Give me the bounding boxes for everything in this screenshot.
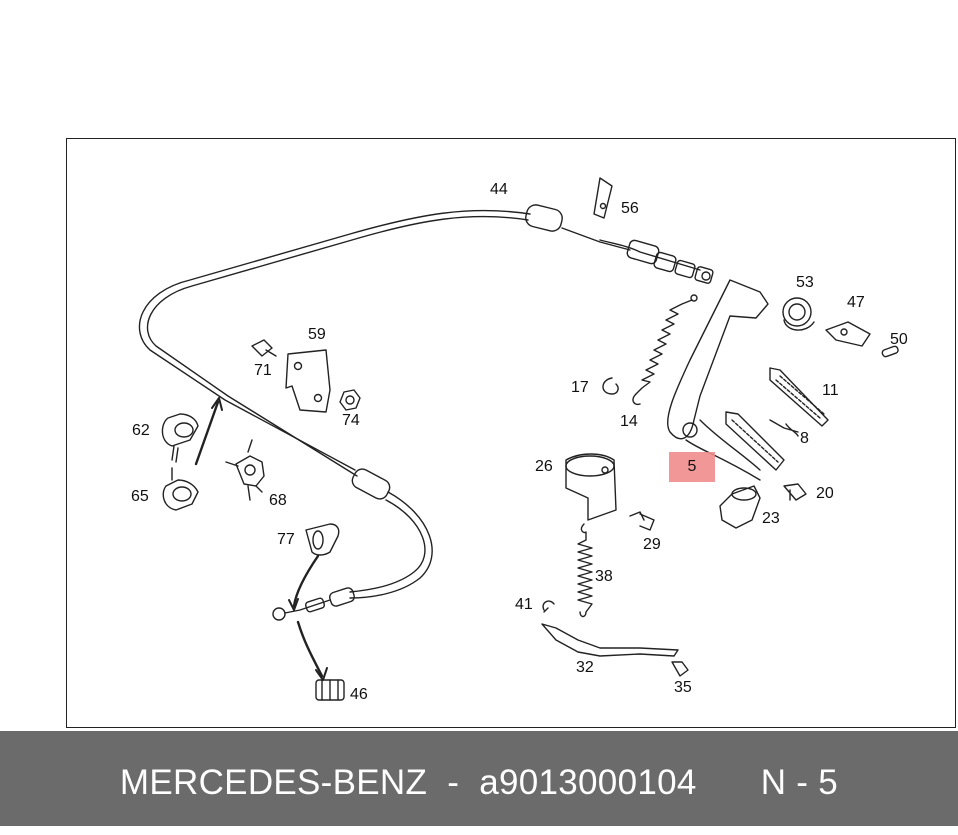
label-71: 71	[254, 362, 272, 379]
part-32	[541, 623, 679, 657]
brand-name: MERCEDES-BENZ	[119, 763, 428, 802]
part-26	[565, 453, 617, 521]
part-59	[285, 349, 331, 413]
part-23	[719, 485, 761, 529]
part-56	[593, 177, 613, 219]
label-56: 56	[621, 200, 639, 217]
arrow-46	[296, 620, 324, 678]
part-number: a9013000104	[479, 763, 697, 802]
footer-dash: -	[447, 763, 460, 802]
label-44: 44	[490, 181, 508, 198]
cable-boot-44	[525, 204, 563, 232]
part-65	[162, 479, 199, 511]
label-47: 47	[847, 294, 865, 311]
part-74	[339, 389, 361, 411]
label-23: 23	[762, 510, 780, 527]
part-17	[602, 377, 619, 395]
part-47	[825, 321, 871, 347]
part-11	[769, 367, 829, 427]
label-50: 50	[890, 331, 908, 348]
label-77: 77	[277, 531, 295, 548]
label-14: 14	[620, 413, 638, 430]
part-50	[881, 345, 899, 358]
label-68: 68	[269, 492, 287, 509]
part-41	[542, 600, 555, 613]
label-41: 41	[515, 596, 533, 613]
label-8: 8	[800, 430, 809, 447]
cable-44	[138, 209, 531, 471]
label-17: 17	[571, 379, 589, 396]
part-20	[783, 483, 807, 501]
label-35: 35	[674, 679, 692, 696]
part-35	[671, 661, 689, 677]
part-68	[235, 455, 265, 487]
arrow-clip	[194, 400, 220, 466]
part-29	[629, 511, 655, 531]
cable-44-inner	[146, 215, 529, 477]
footer-bar: MERCEDES-BENZ - a9013000104 N - 5	[0, 731, 958, 826]
label-26: 26	[535, 458, 553, 475]
label-46: 46	[350, 686, 368, 703]
part-53	[782, 297, 812, 327]
label-59: 59	[308, 326, 326, 343]
spring-14	[635, 299, 693, 395]
part-62	[161, 413, 199, 447]
part-8	[769, 419, 799, 437]
diagram-frame	[66, 138, 956, 728]
cable-end-upper	[561, 227, 631, 251]
part-71	[251, 339, 273, 357]
part-77	[305, 523, 340, 556]
pedal-pad	[725, 411, 785, 471]
label-32: 32	[576, 659, 594, 676]
cable-lower	[349, 491, 433, 599]
label-11: 11	[822, 382, 839, 399]
label-53: 53	[796, 274, 814, 291]
pedal-lever	[666, 279, 769, 440]
label-62: 62	[132, 422, 150, 439]
footer-caption: MERCEDES-BENZ - a9013000104 N - 5	[0, 731, 958, 826]
label-38: 38	[595, 568, 613, 585]
position-code: N - 5	[760, 763, 839, 802]
label-74: 74	[342, 412, 360, 429]
arrow-77	[292, 554, 320, 608]
cable-sleeve-lower	[351, 468, 391, 500]
highlight-box	[669, 452, 715, 482]
cable-ball-end	[272, 607, 286, 621]
cable-fitting	[626, 239, 660, 265]
label-20: 20	[816, 485, 834, 502]
spring-38	[577, 523, 593, 618]
label-29: 29	[643, 536, 661, 553]
highlighted-part-label[interactable]: 5	[687, 458, 697, 475]
label-65: 65	[131, 488, 149, 505]
